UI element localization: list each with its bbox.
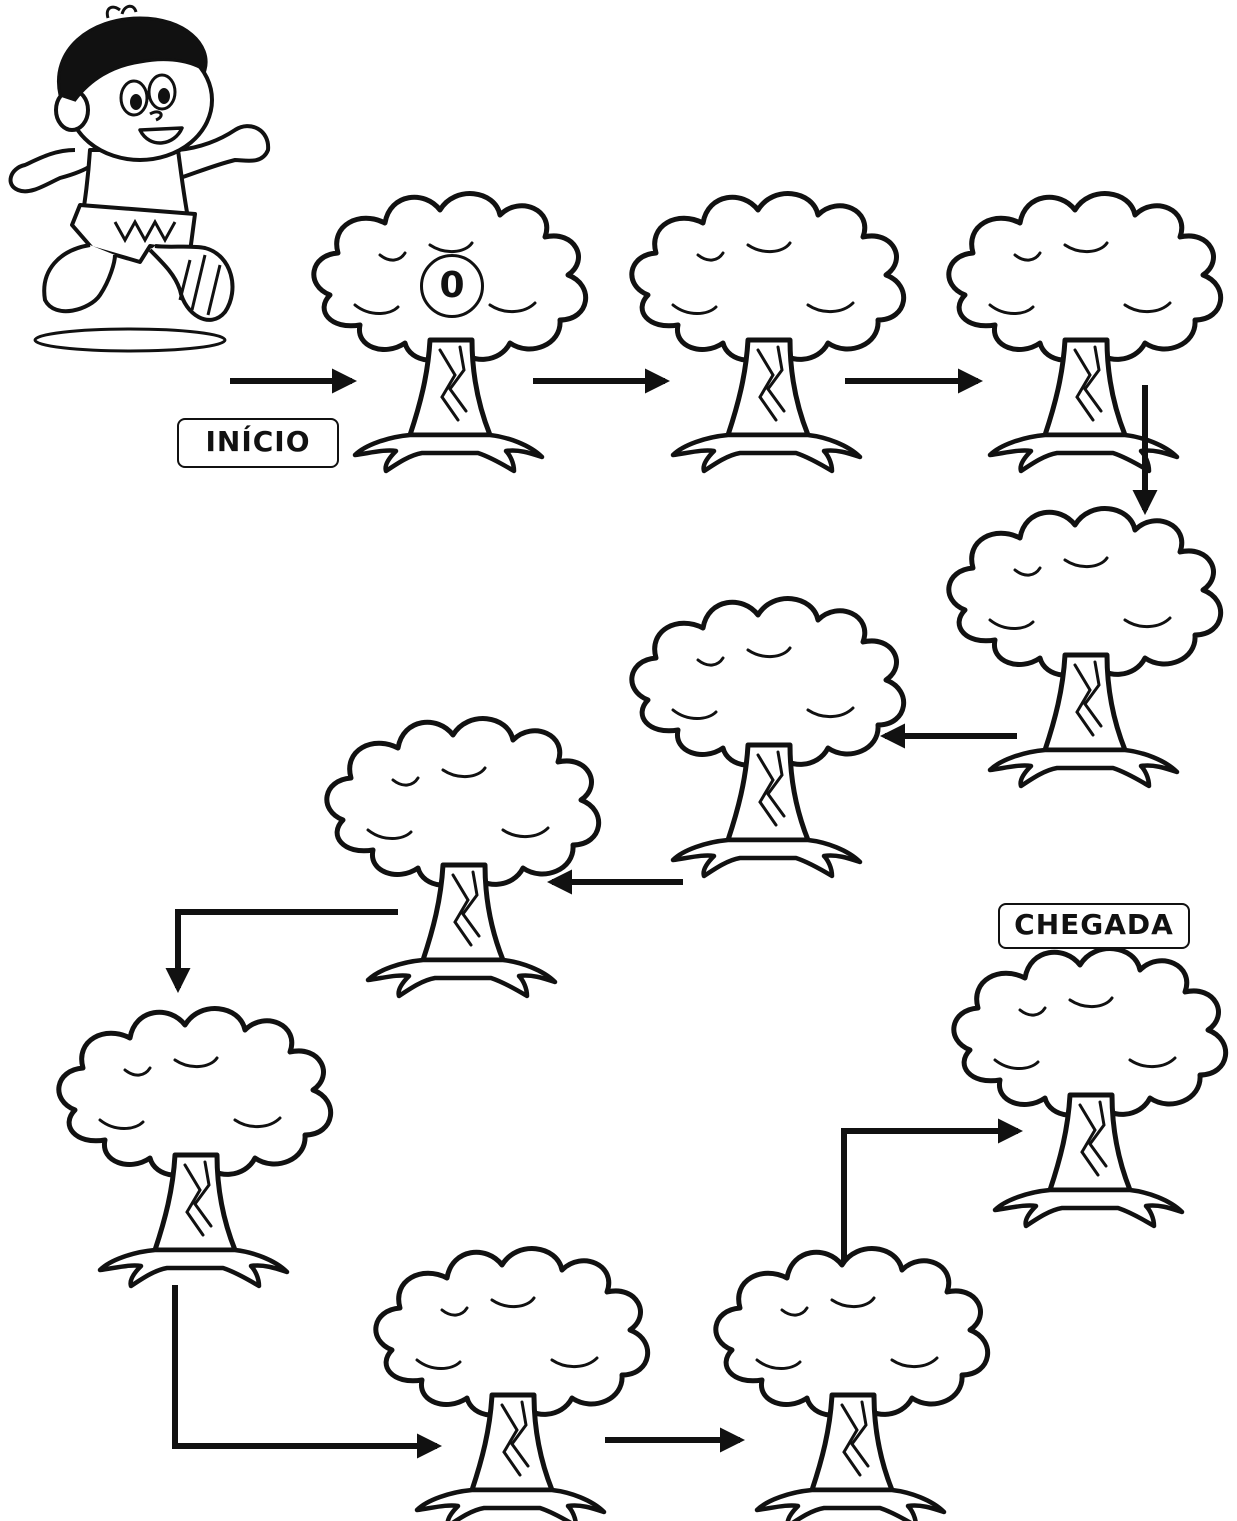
tree-icon xyxy=(949,194,1221,471)
tree-icon xyxy=(954,949,1226,1226)
tree-icon xyxy=(632,599,904,876)
tree-icon xyxy=(949,509,1221,786)
tree-icon xyxy=(376,1249,648,1521)
tree-icon xyxy=(59,1009,331,1286)
start-label: INÍCIO xyxy=(177,418,339,468)
path-arrow-icon xyxy=(165,909,398,994)
tree-icon xyxy=(327,719,599,996)
path-arrow-icon xyxy=(172,1285,443,1459)
tree-icon xyxy=(716,1249,988,1521)
tree-icon xyxy=(314,194,586,471)
tree-number-badge: 0 xyxy=(420,254,484,318)
finish-label: CHEGADA xyxy=(998,903,1190,949)
child-character-icon xyxy=(8,4,271,353)
tree-icon xyxy=(632,194,904,471)
path-arrow-icon xyxy=(841,1118,1024,1262)
